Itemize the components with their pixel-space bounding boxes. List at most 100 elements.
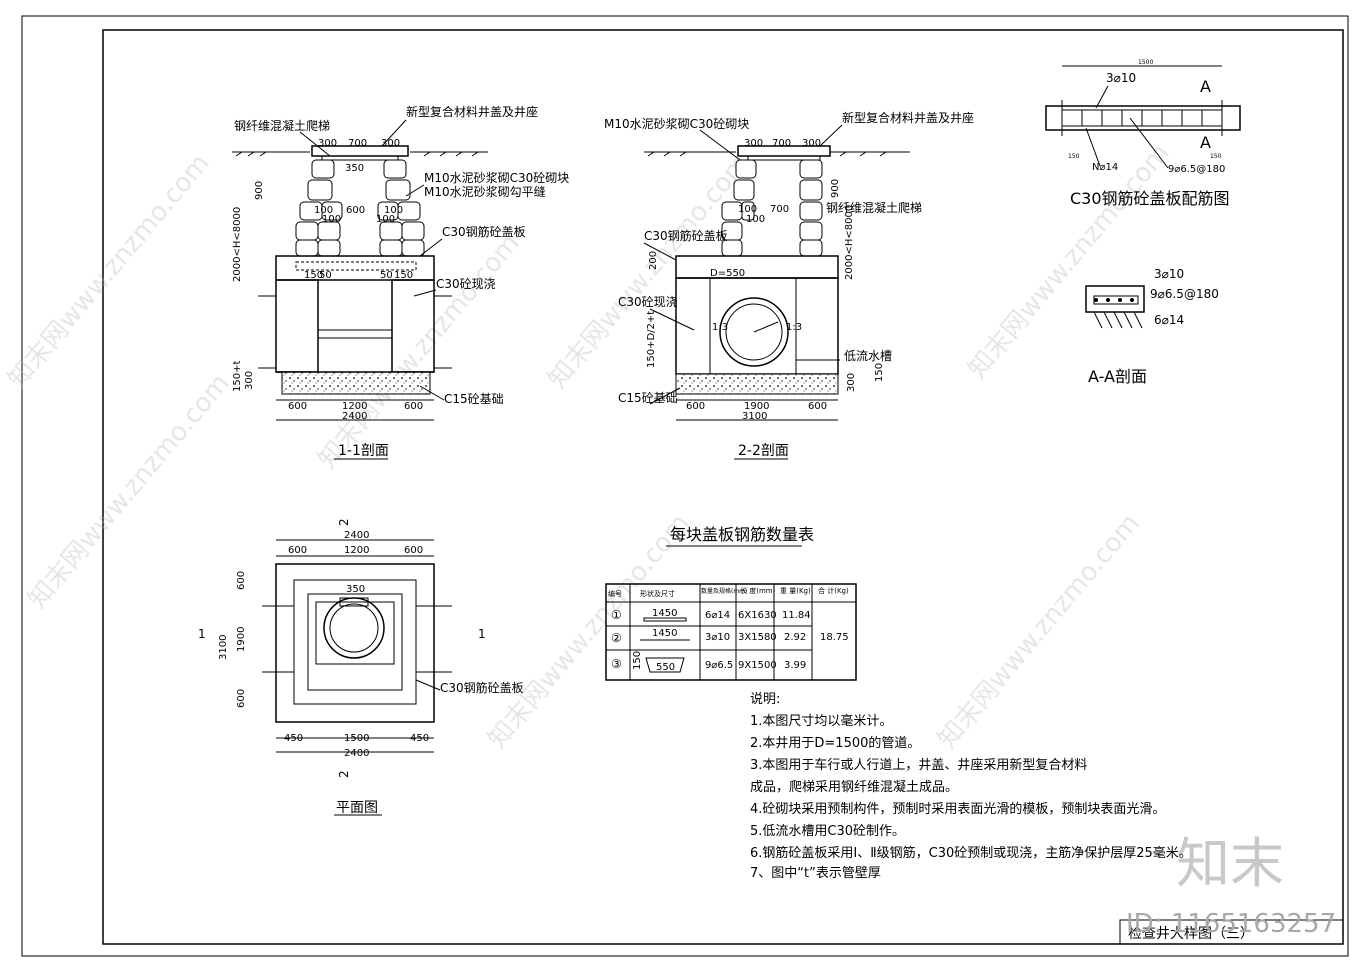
table-row: ① 1450 6⌀14 6X1630 11.84 (611, 608, 811, 622)
table-row: ② 1450 3⌀10 3X1580 2.92 (611, 628, 806, 645)
svg-text:150: 150 (304, 270, 323, 281)
svg-text:1:3: 1:3 (786, 322, 802, 333)
svg-text:150: 150 (1068, 153, 1080, 160)
svg-text:钢纤维混凝土爬梯: 钢纤维混凝土爬梯 (826, 200, 922, 215)
svg-text:600: 600 (288, 545, 307, 556)
svg-text:A: A (1200, 133, 1211, 152)
svg-text:700: 700 (770, 204, 789, 215)
section-2-2: 300 700 300 900 100 700 100 200 2000<H<8… (604, 110, 974, 460)
svg-text:350: 350 (345, 163, 364, 174)
svg-text:1450: 1450 (652, 608, 677, 619)
notes-heading: 说明: (750, 692, 781, 707)
svg-text:2.92: 2.92 (784, 632, 806, 643)
svg-text:编号: 编号 (608, 589, 622, 598)
caption-1-1: 1-1剖面 (338, 443, 389, 459)
svg-text:2000<H<8000: 2000<H<8000 (232, 207, 243, 282)
svg-text:3⌀10: 3⌀10 (705, 632, 730, 643)
svg-text:1200: 1200 (344, 545, 369, 556)
svg-text:6X1630: 6X1630 (738, 610, 777, 621)
svg-text:700: 700 (772, 138, 791, 149)
svg-text:重 量(Kg): 重 量(Kg) (780, 587, 811, 595)
svg-text:知末网www.znzmo.com: 知末网www.znzmo.com (2, 148, 215, 394)
svg-text:1200: 1200 (342, 401, 367, 412)
svg-text:150: 150 (394, 270, 413, 281)
svg-text:6⌀14: 6⌀14 (1154, 313, 1184, 327)
svg-text:C30钢筋砼盖板: C30钢筋砼盖板 (644, 228, 728, 243)
rebar-table: 每块盖板钢筋数量表 编号 形状及尺寸 数量及规格(mm) 长 度(mm) 重 量… (605, 525, 857, 681)
svg-text:9⌀6.5@180: 9⌀6.5@180 (1168, 164, 1225, 175)
svg-text:600: 600 (686, 401, 705, 412)
svg-text:每块盖板钢筋数量表: 每块盖板钢筋数量表 (670, 525, 814, 544)
svg-text:合 计(Kg): 合 计(Kg) (818, 586, 849, 595)
note-item: 1.本图尺寸均以毫米计。 (750, 714, 893, 729)
svg-text:2400: 2400 (344, 748, 369, 759)
svg-text:C30钢筋砼盖板: C30钢筋砼盖板 (442, 224, 526, 239)
svg-text:3⌀10: 3⌀10 (1154, 267, 1184, 281)
svg-text:M10水泥砂浆砌C30砼砌块: M10水泥砂浆砌C30砼砌块 (604, 116, 749, 131)
svg-text:C15砼基础: C15砼基础 (444, 392, 504, 406)
note-item: 5.低流水槽用C30砼制作。 (750, 824, 906, 839)
svg-text:数量及规格(mm): 数量及规格(mm) (701, 587, 747, 595)
section-1-1: 300 700 300 350 900 100 600 100 100 100 … (232, 104, 569, 460)
aa-section: 3⌀10 9⌀6.5@180 6⌀14 A-A剖面 (1085, 267, 1219, 386)
svg-text:200: 200 (648, 251, 659, 270)
svg-text:知末网www.znzmo.com: 知末网www.znzmo.com (932, 508, 1145, 754)
svg-text:1450: 1450 (652, 628, 677, 639)
svg-text:3⌀10: 3⌀10 (1106, 71, 1136, 85)
svg-text:50: 50 (380, 270, 393, 281)
svg-text:2: 2 (337, 770, 351, 778)
svg-text:M10水泥砂浆砌C30砼砌块: M10水泥砂浆砌C30砼砌块 (424, 170, 569, 185)
rebar-plan: 1500 3⌀10 N⌀14 9⌀6.5@180 A A 150 150 C30… (1045, 59, 1241, 208)
svg-text:300: 300 (744, 138, 763, 149)
svg-text:1500: 1500 (344, 733, 369, 744)
outer-frame (21, 15, 1349, 957)
svg-text:150: 150 (1210, 153, 1222, 160)
svg-text:2400: 2400 (344, 530, 369, 541)
plan-view: 2400 600 1200 600 350 600 1900 600 3100 … (198, 518, 524, 816)
svg-text:450: 450 (284, 733, 303, 744)
note-item: 7、图中“t”表示管壁厚 (750, 866, 881, 881)
svg-text:600: 600 (404, 545, 423, 556)
svg-text:900: 900 (254, 181, 265, 200)
svg-text:300: 300 (244, 371, 255, 390)
svg-text:②: ② (611, 631, 622, 645)
svg-text:C30砼现浇: C30砼现浇 (436, 277, 496, 291)
svg-text:3X1580: 3X1580 (738, 632, 777, 643)
drawing-title: 检查井大样图（三） (1128, 926, 1254, 942)
svg-text:3100: 3100 (218, 635, 229, 660)
brick-column-right-2 (799, 159, 823, 257)
svg-text:9⌀6.5@180: 9⌀6.5@180 (1150, 287, 1219, 301)
svg-text:300: 300 (846, 373, 857, 392)
svg-text:600: 600 (288, 401, 307, 412)
caption-aa: A-A剖面 (1088, 367, 1147, 386)
svg-text:550: 550 (656, 662, 675, 673)
svg-text:新型复合材料井盖及井座: 新型复合材料井盖及井座 (406, 104, 538, 119)
svg-text:300: 300 (802, 138, 821, 149)
svg-text:A: A (1200, 77, 1211, 96)
svg-text:1: 1 (478, 627, 486, 641)
cover-slab-2 (675, 255, 839, 279)
gravel-base-2 (675, 373, 839, 395)
note-item: 6.钢筋砼盖板采用Ⅰ、Ⅱ级钢筋，C30砼预制或现浇，主筋净保护层厚25毫米。 (750, 846, 1192, 861)
svg-text:11.84: 11.84 (782, 610, 811, 621)
gravel-base (281, 371, 431, 395)
svg-text:600: 600 (236, 571, 247, 590)
svg-text:100: 100 (746, 214, 765, 225)
svg-text:600: 600 (404, 401, 423, 412)
svg-text:300: 300 (381, 138, 400, 149)
pipe-circle (719, 297, 789, 367)
svg-text:形状及尺寸: 形状及尺寸 (640, 589, 675, 598)
svg-text:100: 100 (322, 214, 341, 225)
svg-text:2: 2 (337, 518, 351, 526)
cover-slab (275, 255, 435, 281)
svg-text:150: 150 (874, 363, 885, 382)
svg-text:2000<H<8000: 2000<H<8000 (844, 205, 855, 280)
svg-text:100: 100 (738, 204, 757, 215)
svg-text:100: 100 (314, 205, 333, 216)
note-item: 成品，爬梯采用钢纤维混凝土成品。 (750, 780, 959, 795)
id-label: ID: 1165163257 (1126, 909, 1336, 939)
svg-text:300: 300 (318, 138, 337, 149)
svg-text:1900: 1900 (236, 627, 247, 652)
watermark-layer: 知末网www.znzmo.com 知末网www.znzmo.com 知末网www… (2, 138, 1175, 754)
